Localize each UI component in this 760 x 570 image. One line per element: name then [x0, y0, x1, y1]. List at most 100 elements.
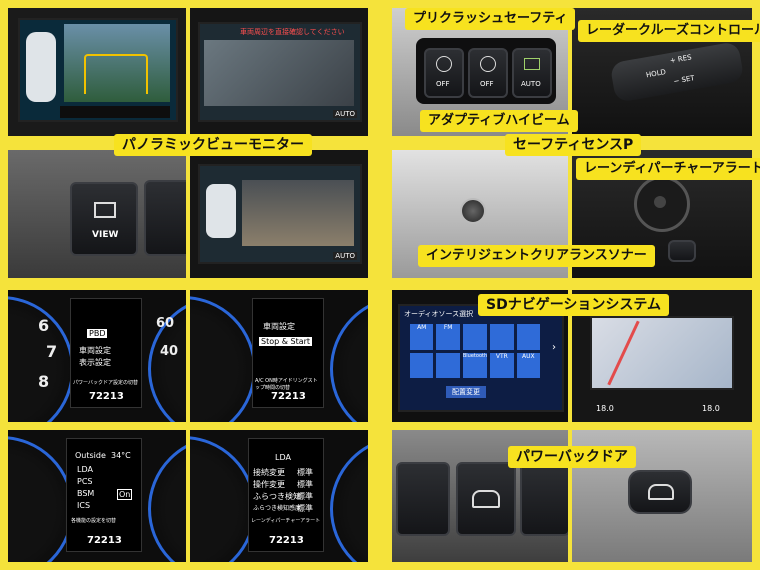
- mid4-value-1: 標準: [297, 468, 313, 477]
- source-am[interactable]: AM: [410, 324, 434, 350]
- odometer-4: 72213: [269, 535, 304, 546]
- label-sd-navigation-system: SDナビゲーションシステム: [478, 294, 670, 316]
- label-power-back-door: パワーバックドア: [508, 446, 636, 468]
- top-view-car: [26, 32, 56, 102]
- mid4-row-1: 接続変更: [253, 468, 285, 477]
- mid3-footnote: 各機能の設定を切替: [71, 518, 117, 524]
- temp-right: 18.0: [702, 404, 720, 413]
- source-6[interactable]: [410, 352, 434, 378]
- mid3-item-pcs: PCS: [77, 477, 93, 486]
- label-panoramic-view-monitor: パノラミックビューモニター: [114, 134, 312, 156]
- pcs-icon: [436, 56, 452, 72]
- monitor-screen-2: 車両周辺を直接確認してください AUTO: [198, 22, 362, 122]
- mid4-value-2: 標準: [297, 480, 313, 489]
- tach-tick-7: 7: [46, 342, 58, 361]
- source-4[interactable]: [490, 324, 514, 350]
- mid2-footnote: A/C ON時アイドリングストップ時間の切替: [255, 378, 318, 391]
- label-lane-departure-alert: レーンディパーチャーアラート: [576, 158, 760, 180]
- tailgate-button[interactable]: [628, 470, 692, 514]
- mid-display-3: Outside 34°C LDA PCS BSM On ICS 各機能の設定を切…: [66, 438, 142, 552]
- cluster-photo-1: 6 7 8 PBD 車両設定 表示設定 パワーバックドア設定の切替 72213 …: [8, 290, 186, 422]
- source-aux[interactable]: AUX: [516, 352, 540, 378]
- cruise-hold-label: HOLD: [645, 67, 667, 80]
- mid1-item-vehicle: 車両設定: [79, 346, 111, 355]
- ok-button[interactable]: [654, 196, 666, 208]
- mid3-outside: Outside: [75, 451, 106, 460]
- speed-tick-40: 40: [160, 344, 179, 359]
- guide-lines: [84, 54, 148, 94]
- mid1-item-pbd: PBD: [87, 329, 108, 338]
- navi-header: オーディオソース選択: [404, 310, 474, 318]
- mid4-row-2: 操作変更: [253, 480, 285, 489]
- cluster-photo-2: 車両設定 Stop & Start A/C ON時アイドリングストップ時間の切替…: [190, 290, 368, 422]
- lda-off-button[interactable]: OFF: [468, 48, 508, 98]
- mid4-row-5: レーンディパーチャーアラート: [251, 518, 321, 524]
- mid-display-1: PBD 車両設定 表示設定 パワーバックドア設定の切替 72213: [70, 298, 142, 408]
- auto-button[interactable]: AUTO: [333, 110, 357, 118]
- top-view-car-2: [206, 184, 236, 238]
- ahb-auto-button[interactable]: AUTO: [512, 48, 552, 98]
- source-7[interactable]: [436, 352, 460, 378]
- garage-camera-view: [242, 180, 354, 246]
- speedometer-gauge-4: [330, 436, 368, 562]
- cruise-lever[interactable]: + RES HOLD − SET: [609, 41, 745, 103]
- sonar-sensor: [460, 198, 486, 224]
- audio-source-grid: AM FM Bluetooth VTR AUX: [410, 324, 540, 378]
- mid1-footnote: パワーバックドア設定の切替: [73, 380, 138, 386]
- speedometer-gauge-2: [330, 296, 368, 422]
- mid4-value-3: 標準: [297, 492, 313, 501]
- view-button-photo: VIEW: [8, 150, 186, 278]
- mid4-row-4: ふらつき検知感度: [253, 505, 302, 512]
- power-back-door-button[interactable]: [456, 462, 516, 536]
- label-safety-sense-p: セーフティセンスP: [505, 134, 642, 156]
- arrangement-change-button[interactable]: 配置変更: [446, 386, 486, 398]
- mid-display-4: LDA 接続変更 標準 操作変更 標準 ふらつき検知 標準 ふらつき検知感度 標…: [248, 438, 324, 552]
- odometer-3: 72213: [87, 535, 122, 546]
- speedometer-gauge-1: [148, 296, 186, 422]
- mid3-item-lda: LDA: [77, 465, 93, 474]
- navi-screen-1: オーディオソース選択 AM FM Bluetooth VTR AUX › 配置変…: [398, 304, 564, 412]
- lda-steering-button[interactable]: [668, 240, 696, 262]
- mid3-temp: 34°C: [111, 451, 131, 460]
- pcs-off-button[interactable]: OFF: [424, 48, 464, 98]
- tachometer-gauge-1: [8, 296, 74, 422]
- label-adaptive-high-beam: アダプティブハイビーム: [420, 110, 578, 132]
- steering-pad[interactable]: [634, 176, 690, 232]
- mid1-item-display: 表示設定: [79, 358, 111, 367]
- speedometer-gauge-3: [148, 436, 186, 562]
- navi-map-screen: [590, 316, 734, 390]
- label-radar-cruise-control: レーダークルーズコントロール: [578, 20, 760, 42]
- mid3-item-ics: ICS: [77, 501, 91, 510]
- mid3-toggle: On: [117, 489, 133, 500]
- cluster-photo-3: Outside 34°C LDA PCS BSM On ICS 各機能の設定を切…: [8, 430, 186, 562]
- temp-left: 18.0: [596, 404, 614, 413]
- source-vtr[interactable]: VTR: [490, 352, 514, 378]
- monitor-warning-text: 車両周辺を直接確認してください: [240, 28, 345, 36]
- panoramic-monitor-photo-1: [8, 8, 186, 136]
- mid4-value-4: 標準: [297, 504, 313, 513]
- adjacent-switch-right: [520, 462, 568, 536]
- tach-tick-8: 8: [38, 372, 50, 391]
- camera-icon: [94, 202, 116, 218]
- source-5[interactable]: [516, 324, 540, 350]
- adjacent-switch-left: [396, 462, 450, 536]
- source-3[interactable]: [462, 324, 488, 350]
- adjacent-blank-button: [144, 180, 186, 256]
- auto-button-2[interactable]: AUTO: [333, 252, 357, 260]
- cluster-photo-4: LDA 接続変更 標準 操作変更 標準 ふらつき検知 標準 ふらつき検知感度 標…: [190, 430, 368, 562]
- panoramic-monitor-photo-2: 車両周辺を直接確認してください AUTO: [190, 8, 368, 136]
- mid4-header: LDA: [275, 453, 291, 462]
- source-bluetooth[interactable]: Bluetooth: [462, 352, 488, 378]
- panoramic-monitor-photo-3: AUTO: [190, 150, 368, 278]
- lane-icon: [480, 56, 496, 72]
- tachometer-gauge-4: [190, 436, 256, 562]
- ahb-auto-label: AUTO: [521, 80, 541, 88]
- label-pre-collision-safety: プリクラッシュセーフティ: [405, 8, 576, 30]
- view-button[interactable]: VIEW: [70, 182, 138, 256]
- side-camera-view: [204, 40, 354, 106]
- tailgate-icon: [648, 484, 674, 500]
- next-page-arrow-icon[interactable]: ›: [552, 342, 556, 353]
- pcs-button-bezel: OFF OFF AUTO: [416, 38, 556, 104]
- speed-tick-60: 60: [156, 316, 175, 331]
- source-fm[interactable]: FM: [436, 324, 460, 350]
